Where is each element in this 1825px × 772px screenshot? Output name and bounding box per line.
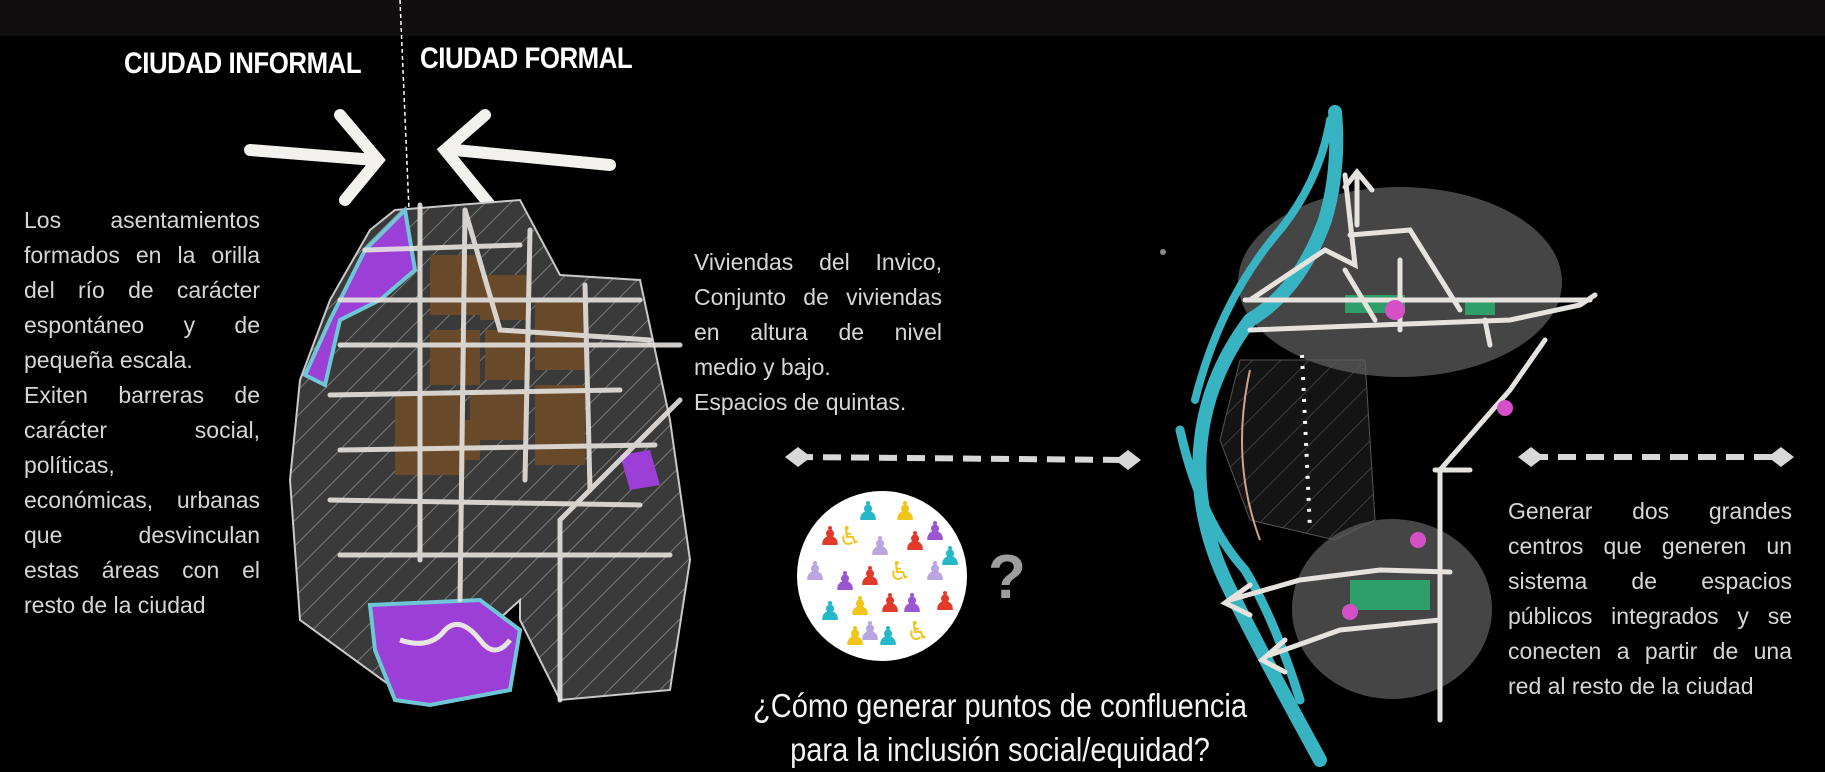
title-informal-city: CIUDAD INFORMAL	[124, 47, 362, 80]
left-text-line: del río de carácter	[24, 277, 260, 303]
svg-text:♿: ♿	[888, 557, 911, 587]
right-text-line: conecten a partir de una	[1508, 638, 1792, 664]
left-description: Los asentamientos formados en la orilla …	[24, 203, 260, 623]
svg-text:♟: ♟	[868, 532, 891, 562]
svg-text:♟: ♟	[923, 557, 946, 587]
left-text-line: pequeña escala.	[24, 347, 193, 373]
title-formal-city: CIUDAD FORMAL	[420, 42, 633, 75]
svg-text:♟: ♟	[833, 567, 856, 597]
left-text-line: económicas, urbanas	[24, 487, 260, 513]
dotted-axis	[1300, 354, 1312, 531]
middle-text-line: Viviendas del Invico,	[694, 249, 942, 275]
svg-text:♟: ♟	[876, 622, 899, 652]
question-line-1: ¿Cómo generar puntos de confluencia	[753, 687, 1247, 724]
right-text-line: públicos integrados y se	[1508, 603, 1792, 629]
converging-arrows-icon	[244, 109, 616, 211]
left-city-map	[288, 198, 692, 708]
svg-text:♟: ♟	[803, 557, 826, 587]
informal-zone-east	[620, 450, 660, 490]
top-bar	[0, 0, 1825, 36]
nodes	[1160, 249, 1513, 620]
road-network-right	[1242, 172, 1598, 723]
left-text-line: políticas,	[24, 452, 115, 478]
right-text-line: Generar dos grandes	[1508, 498, 1792, 524]
central-question: ¿Cómo generar puntos de confluencia para…	[727, 684, 1273, 772]
middle-text-line: Espacios de quintas.	[694, 389, 907, 415]
left-text-line: resto de la ciudad	[24, 592, 206, 618]
svg-text:♟: ♟	[856, 497, 879, 527]
left-text-line: carácter social,	[24, 417, 260, 443]
svg-text:♟: ♟	[903, 527, 926, 557]
middle-text-line: medio y bajo.	[694, 354, 831, 380]
svg-text:♟: ♟	[848, 592, 871, 622]
right-text-line: red al resto de la ciudad	[1508, 673, 1754, 699]
svg-text:♟: ♟	[923, 517, 946, 547]
hatched-zone-right	[1219, 359, 1376, 541]
left-text-line: espontáneo y de	[24, 312, 260, 338]
svg-text:♟: ♟	[900, 589, 923, 619]
right-text-line: centros que generen un	[1508, 533, 1792, 559]
right-city-map	[1160, 105, 1598, 767]
svg-text:♿: ♿	[906, 617, 929, 647]
double-arrow-icon-left	[794, 454, 1126, 463]
left-text-line: que desvinculan	[24, 522, 260, 548]
left-text-line: Los asentamientos	[24, 207, 260, 233]
svg-text:♟: ♟	[938, 542, 961, 572]
right-text-line: sistema de espacios	[1508, 568, 1792, 594]
middle-text-line: en altura de nivel	[694, 319, 942, 345]
road-network	[327, 202, 683, 703]
left-text-line: estas áreas con el	[24, 557, 260, 583]
svg-text:♟: ♟	[858, 617, 881, 647]
svg-text:♟: ♟	[818, 597, 841, 627]
svg-text:♟: ♟	[878, 589, 901, 619]
arrow-north-icon	[1342, 168, 1375, 228]
svg-text:♿: ♿	[838, 522, 861, 552]
svg-text:♟: ♟	[933, 587, 956, 617]
question-mark: ?	[988, 543, 1026, 612]
right-description: Generar dos grandes centros que generen …	[1508, 494, 1792, 704]
svg-text:♟: ♟	[858, 562, 881, 592]
middle-text-line: Conjunto de viviendas	[694, 284, 942, 310]
informal-zone-south	[367, 597, 523, 708]
question-line-2: para la inclusión social/equidad?	[790, 731, 1210, 768]
svg-text:♟: ♟	[818, 522, 841, 552]
arrows-west-icon	[1220, 567, 1453, 675]
left-text-line: Exiten barreras de	[24, 382, 260, 408]
svg-text:♟: ♟	[893, 497, 916, 527]
middle-description: Viviendas del Invico, Conjunto de vivien…	[694, 245, 942, 420]
people-circle-icon: ♟ ♟ ♟ ♟ ♿ ♟ ♟ ♟ ♟ ♟ ♟ ♿ ♟ ♟ ♟ ♟ ♟ ♟ ♟ ♟ …	[797, 491, 967, 661]
svg-text:♟: ♟	[843, 622, 866, 652]
left-text-line: formados en la orilla	[24, 242, 260, 268]
